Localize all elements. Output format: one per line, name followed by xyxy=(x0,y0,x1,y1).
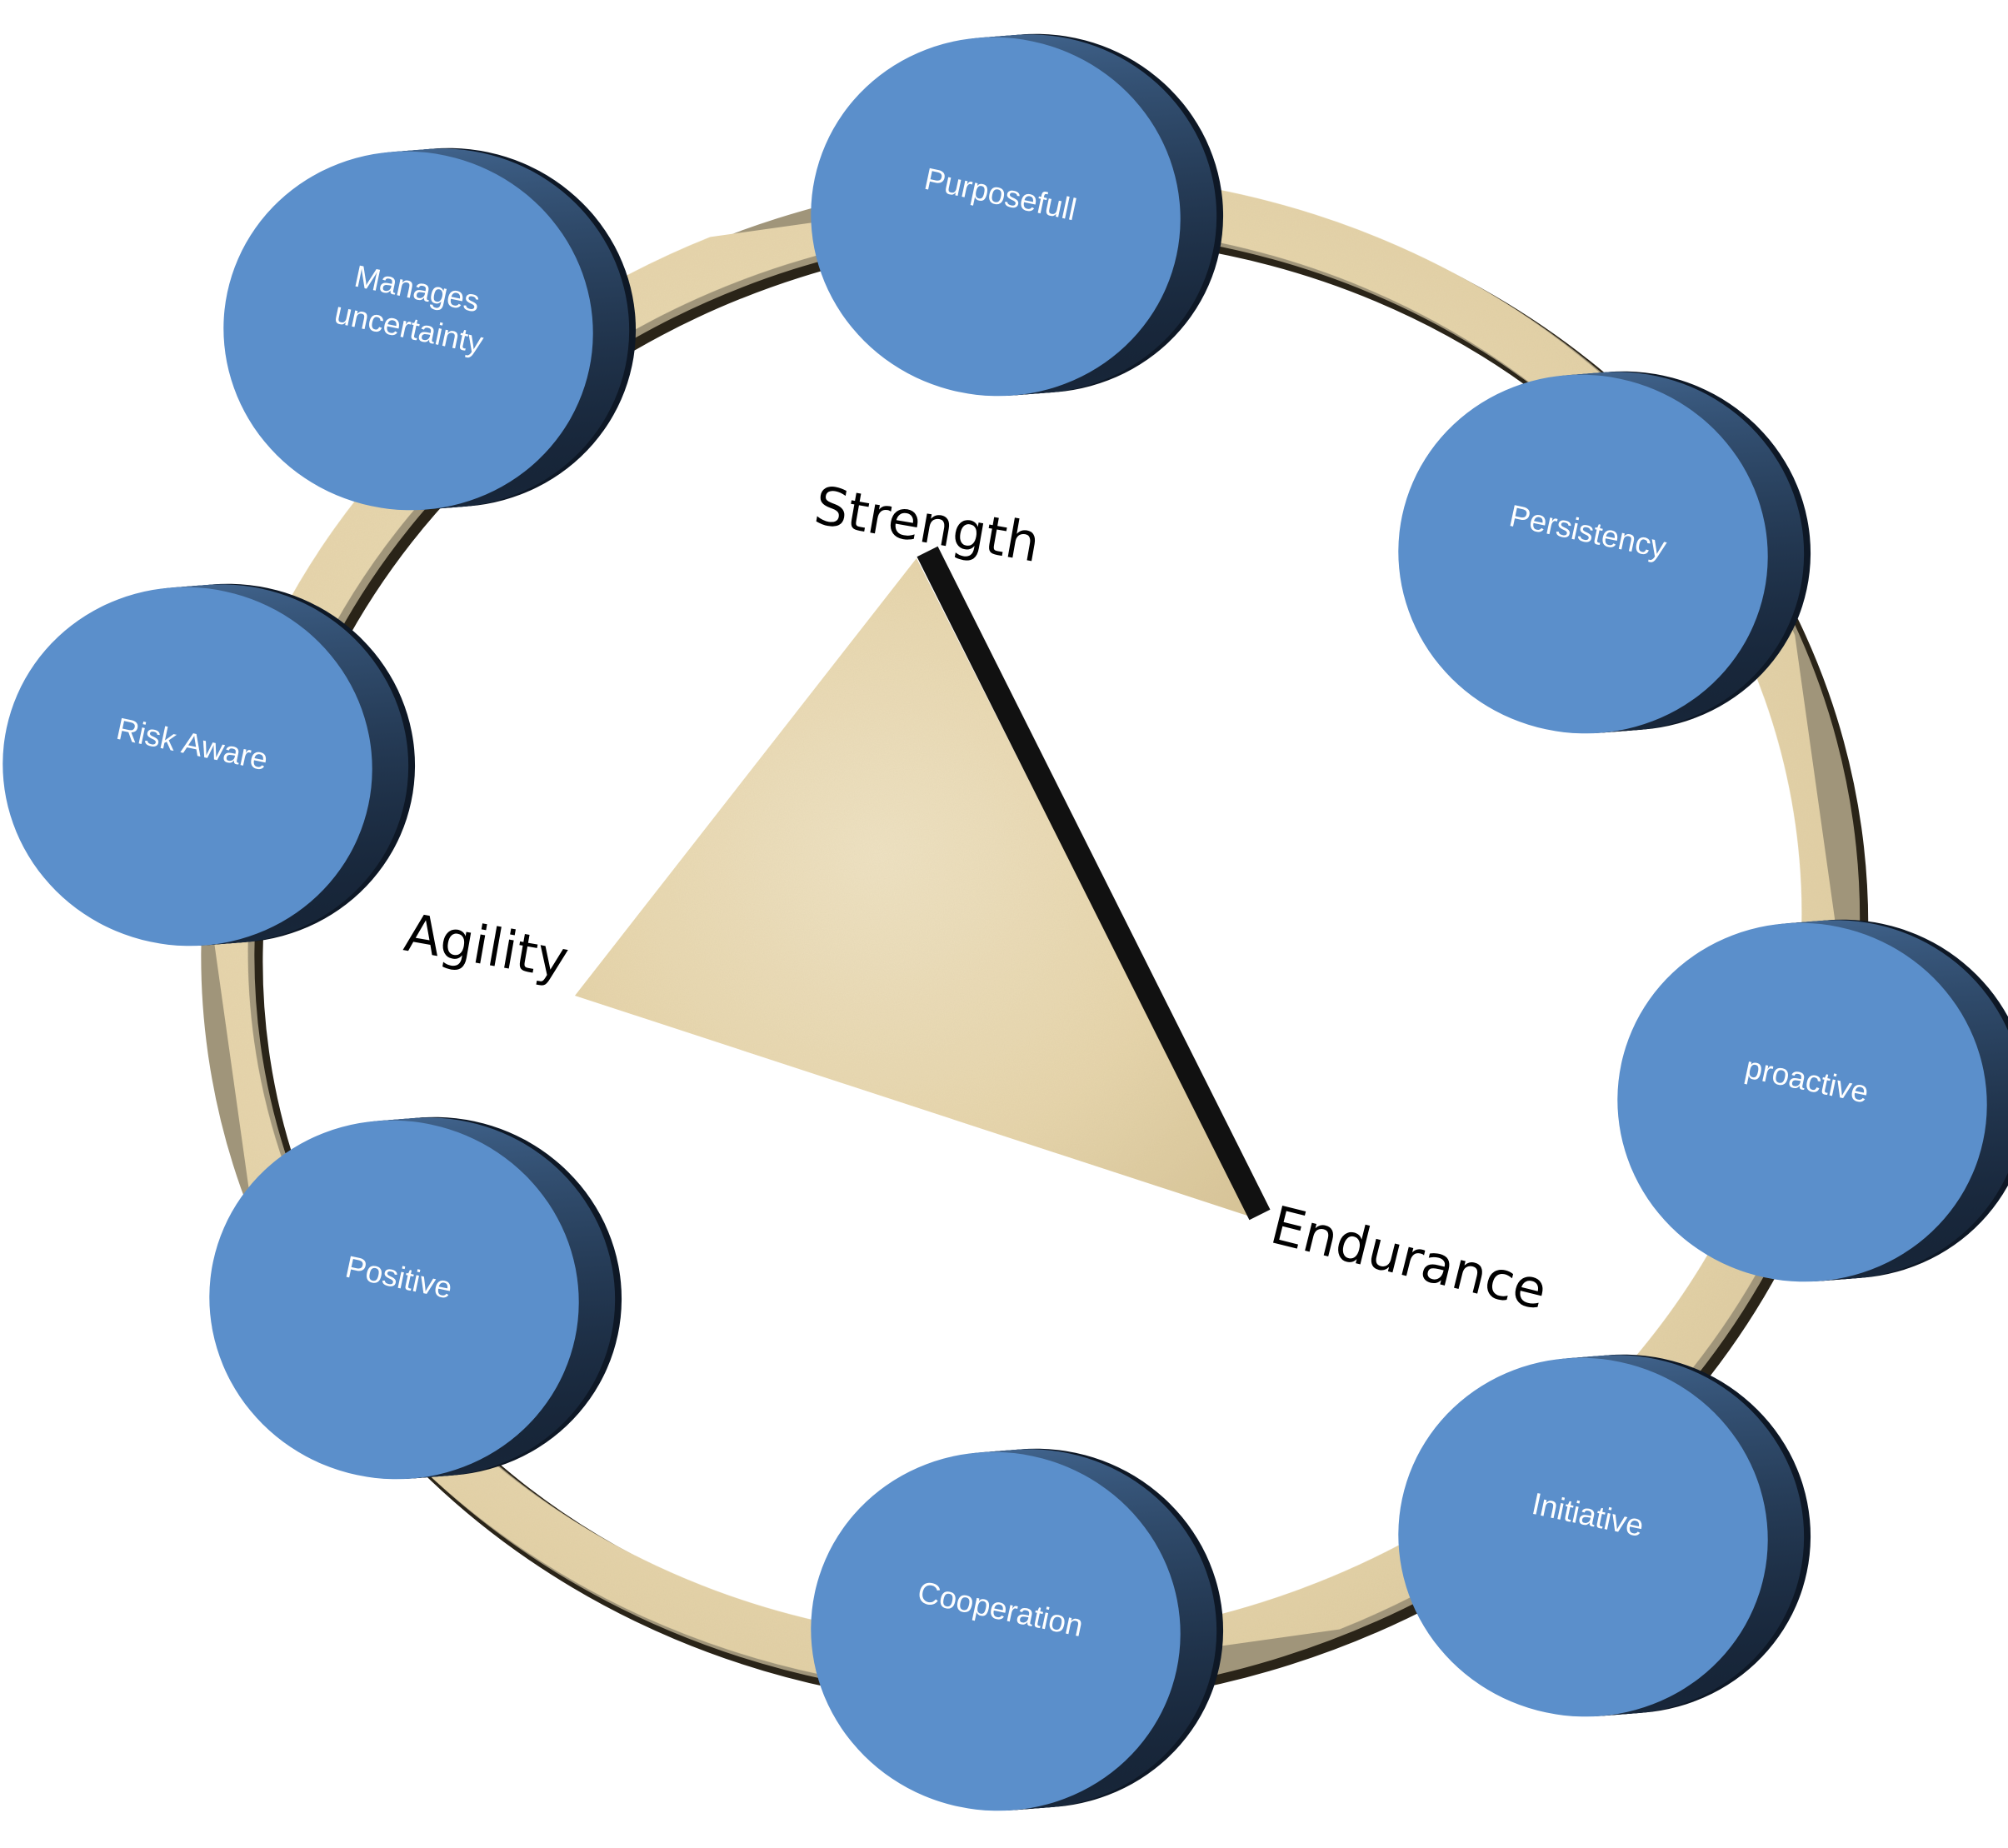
node-positive: Positive xyxy=(209,1116,622,1480)
node-face xyxy=(1617,922,1987,1282)
node-risk-aware: Risk Aware xyxy=(2,583,416,946)
node-face xyxy=(1398,1357,1768,1717)
triangle-face xyxy=(575,558,1250,1216)
node-purposefull: Purposefull xyxy=(811,33,1224,397)
node-face xyxy=(209,1120,579,1480)
node-initiative: Initiative xyxy=(1398,1354,1811,1717)
node-face xyxy=(223,151,593,511)
node-manages-uncertainty: Managesuncertainty xyxy=(223,147,637,511)
node-face xyxy=(811,1451,1181,1811)
node-face xyxy=(2,587,372,946)
center-triangle xyxy=(575,546,1271,1221)
endurance-label: Endurance xyxy=(1265,1195,1552,1321)
strength-endurance-bar xyxy=(917,546,1271,1221)
node-persistency: Persistency xyxy=(1398,371,1811,734)
node-proactive: proactive xyxy=(1617,919,2008,1282)
node-face xyxy=(811,37,1181,397)
node-face xyxy=(1398,374,1768,734)
node-cooperation: Cooperation xyxy=(811,1448,1224,1811)
agility-label: Agility xyxy=(400,902,572,991)
